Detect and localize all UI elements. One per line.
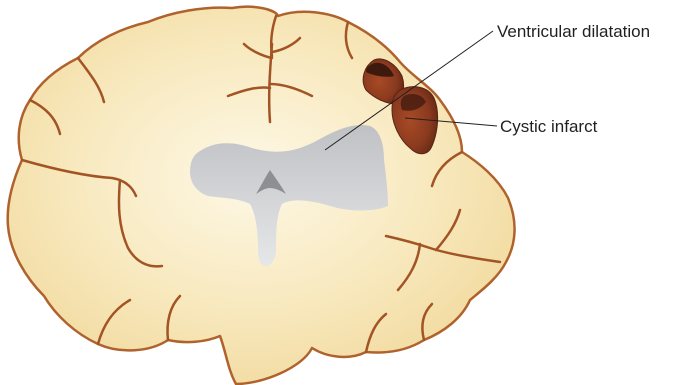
ventricular-dilatation-label: Ventricular dilatation (497, 22, 650, 41)
cystic-infarct-label: Cystic infarct (500, 117, 598, 136)
